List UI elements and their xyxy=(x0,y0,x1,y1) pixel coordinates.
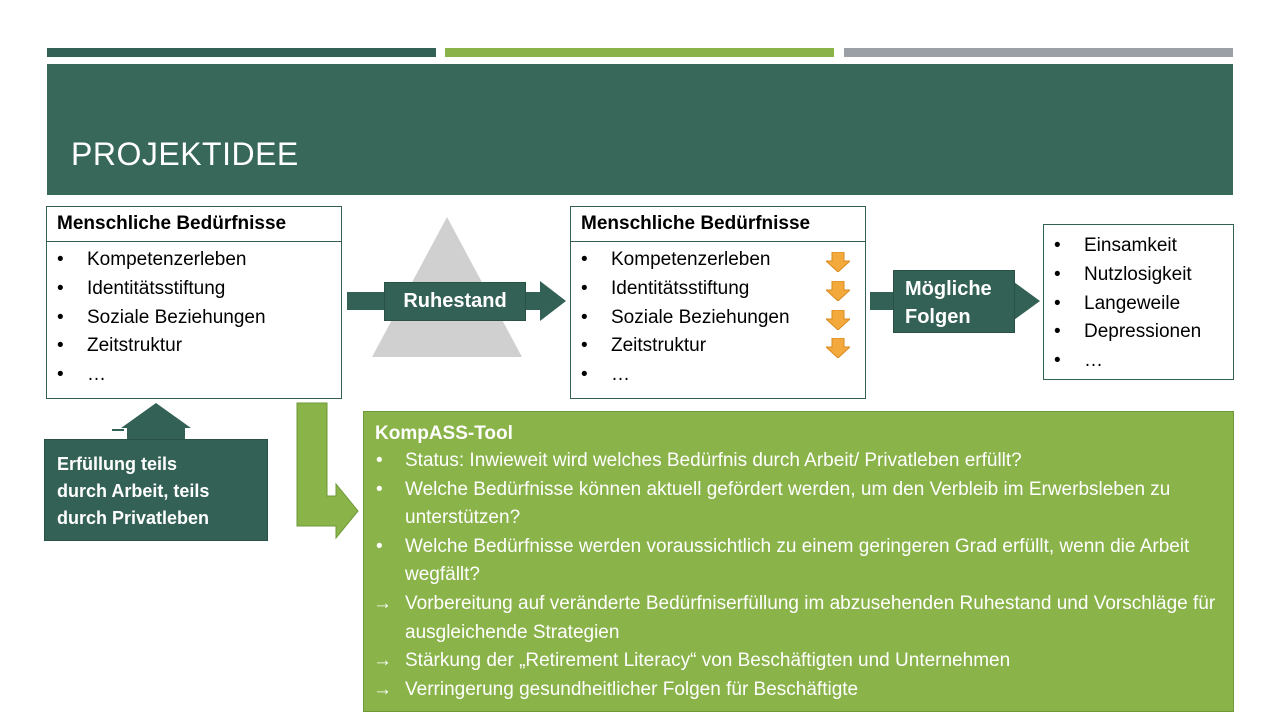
list-item: Nutzlosigkeit xyxy=(1054,261,1233,290)
list-item: Depressionen xyxy=(1054,318,1233,347)
kompass-conclusion: Verringerung gesundheitlicher Folgen für… xyxy=(373,676,1233,705)
needs-box-middle: Menschliche Bedürfnisse Kompetenzerleben… xyxy=(570,206,866,399)
list-item: Soziale Beziehungen xyxy=(581,304,865,333)
top-bar-light-green xyxy=(445,48,834,57)
erfuellung-up-arrow xyxy=(121,403,191,439)
folgen-label-line: Mögliche xyxy=(905,278,992,300)
kompass-tool-box: KompASS-Tool Status: Inwieweit wird welc… xyxy=(363,411,1234,712)
list-item: … xyxy=(57,361,341,390)
list-item: Soziale Beziehungen xyxy=(57,304,341,333)
erfuellung-label-line: durch Arbeit, teils xyxy=(57,481,210,501)
top-bar-gray xyxy=(844,48,1233,57)
ruhestand-label: Ruhestand xyxy=(384,282,526,321)
erfuellung-label-line: durch Privatleben xyxy=(57,508,210,528)
down-arrow-icon xyxy=(826,338,850,359)
down-arrow-icon xyxy=(826,309,850,330)
list-item: … xyxy=(1054,347,1233,376)
needs-box-middle-heading: Menschliche Bedürfnisse xyxy=(571,207,865,242)
down-arrow-icon xyxy=(826,280,850,301)
folgen-label: Mögliche Folgen xyxy=(893,270,1015,333)
erfuellung-label-line: Erfüllung teils xyxy=(57,454,178,474)
list-item: Einsamkeit xyxy=(1054,232,1233,261)
list-item: Zeitstruktur xyxy=(581,332,865,361)
list-item: … xyxy=(581,361,865,390)
top-bar-dark-green xyxy=(47,48,436,57)
kompass-conclusion: Vorbereitung auf veränderte Bedürfniserf… xyxy=(373,590,1233,647)
slide-title: PROJEKTIDEE xyxy=(71,136,299,172)
kompass-bullet: Welche Bedürfnisse können aktuell geförd… xyxy=(375,476,1233,533)
needs-box-left: Menschliche Bedürfnisse Kompetenzerleben… xyxy=(46,206,342,399)
list-item: Kompetenzerleben xyxy=(57,246,341,275)
kompass-bullet: Welche Bedürfnisse werden voraussichtlic… xyxy=(375,533,1233,590)
list-item: Identitätsstiftung xyxy=(57,275,341,304)
list-item: Kompetenzerleben xyxy=(581,246,865,275)
up-arrow-shape xyxy=(112,429,124,431)
green-bent-arrow xyxy=(296,402,359,540)
kompass-conclusion: Stärkung der „Retirement Literacy“ von B… xyxy=(373,647,1233,676)
list-item: Identitätsstiftung xyxy=(581,275,865,304)
folgen-label-line: Folgen xyxy=(905,306,971,328)
consequences-box: Einsamkeit Nutzlosigkeit Langeweile Depr… xyxy=(1043,224,1234,380)
list-item: Langeweile xyxy=(1054,290,1233,319)
down-arrow-icon xyxy=(826,252,850,272)
erfuellung-label: Erfüllung teils durch Arbeit, teils durc… xyxy=(44,439,268,541)
kompass-title: KompASS-Tool xyxy=(375,423,513,444)
kompass-bullet: Status: Inwieweit wird welches Bedürfnis… xyxy=(375,447,1233,476)
list-item: Zeitstruktur xyxy=(57,332,341,361)
title-band: PROJEKTIDEE xyxy=(47,64,1233,195)
needs-box-left-heading: Menschliche Bedürfnisse xyxy=(47,207,341,242)
